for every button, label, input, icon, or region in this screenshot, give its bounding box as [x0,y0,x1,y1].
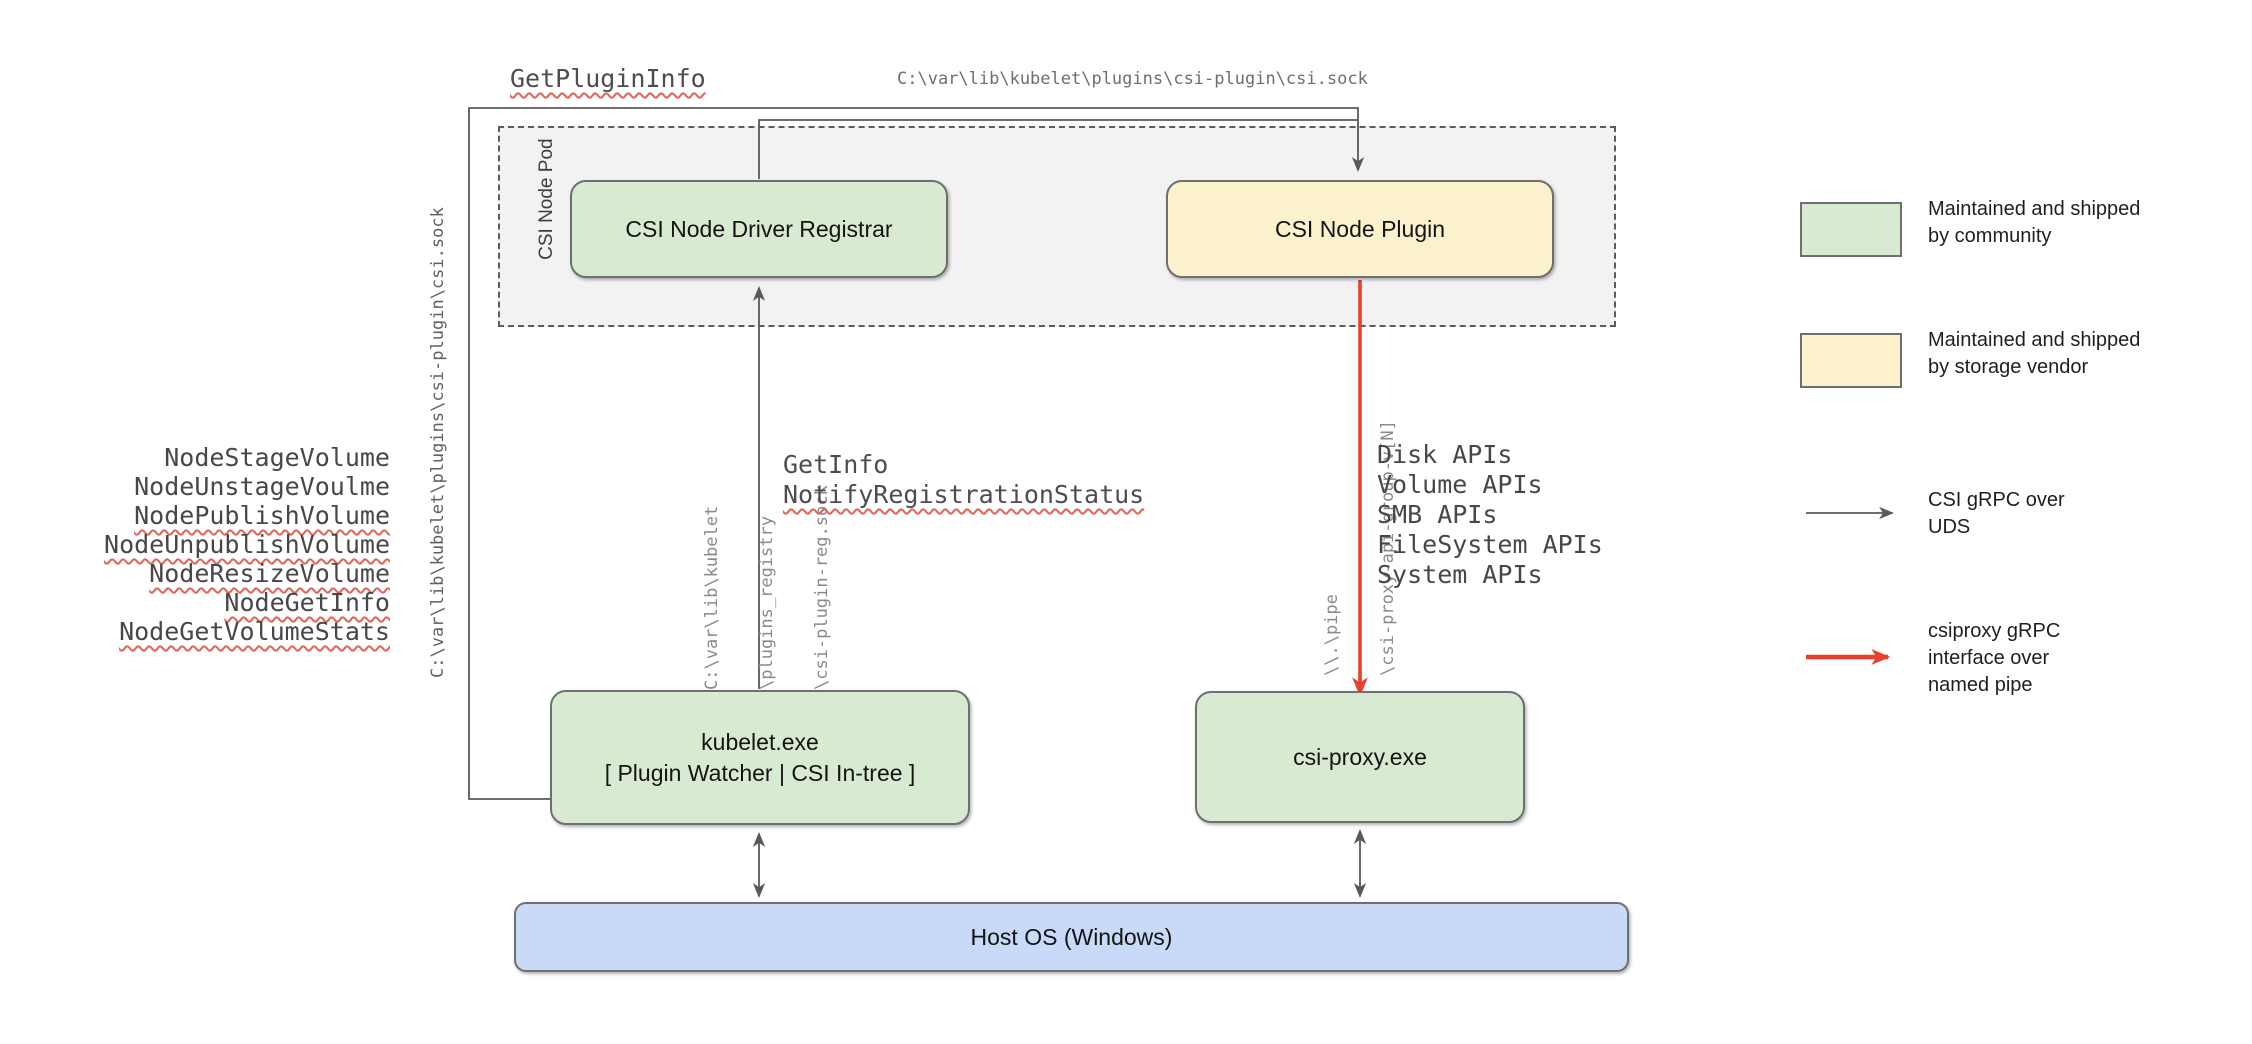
host-os-box: Host OS (Windows) [514,902,1629,972]
kubelet-label-line1: kubelet.exe [701,728,819,755]
csi-node-plugin-box: CSI Node Plugin [1166,180,1554,278]
csi-node-pod-label: CSI Node Pod [536,138,557,260]
legend-text-vendor: Maintained and shipped by storage vendor [1928,329,2141,378]
registrar-label: CSI Node Driver Registrar [625,215,893,242]
label-registry-sock-path: C:\var\lib\kubelet \plugins_registry \cs… [702,485,832,690]
node-method: NodePublishVolume [134,501,390,530]
legend-text-csi-grpc-uds: CSI gRPC over UDS [1928,489,2065,538]
csi-node-driver-registrar-box: CSI Node Driver Registrar [570,180,948,278]
plugin-label: CSI Node Plugin [1274,215,1446,242]
api-item: Disk APIs [1377,440,1513,469]
api-item: SMB APIs [1377,500,1498,529]
node-method: NodeUnpublishVolume [104,530,390,559]
legend-swatch-community [1800,202,1902,257]
kubelet-label-line2: [ Plugin Watcher | CSI In-tree ] [604,759,916,786]
label-getinfo: GetInfo [783,450,889,479]
legend-text-csiproxy-grpc-pipe: csiproxy gRPC interface over named pipe [1928,620,2061,696]
node-methods-list: NodeStageVolume NodeUnstageVoulme NodePu… [100,443,390,646]
csi-proxy-label: csi-proxy.exe [1293,743,1427,770]
registration-calls: GetInfo NotifyRegistrationStatus [783,450,1144,510]
legend-text-community: Maintained and shipped by community [1928,198,2141,247]
label-csi-sock-path-vertical: C:\var\lib\kubelet\plugins\csi-plugin\cs… [428,207,448,678]
csiproxy-api-list: Disk APIs Volume APIs SMB APIs FileSyste… [1377,440,1603,590]
kubelet-box: kubelet.exe [ Plugin Watcher | CSI In-tr… [550,690,970,825]
node-method: NodeGetVolumeStats [119,617,390,646]
arrow-registrar-to-plugin [758,119,1358,179]
label-csi-sock-path-top: C:\var\lib\kubelet\plugins\csi-plugin\cs… [897,69,1368,89]
host-os-label: Host OS (Windows) [970,923,1173,950]
api-item: Volume APIs [1377,470,1543,499]
api-item: System APIs [1377,560,1543,589]
label-notify-registration-status: NotifyRegistrationStatus [783,480,1145,509]
node-method: NodeResizeVolume [149,559,390,588]
label-getplugininfo: GetPluginInfo [510,64,706,93]
node-method: NodeStageVolume [164,443,390,472]
arrow-kubelet-to-plugin [468,107,1365,800]
api-item: FileSystem APIs [1377,530,1603,559]
node-method: NodeGetInfo [224,588,390,617]
legend-swatch-vendor [1800,333,1902,388]
node-method: NodeUnstageVoulme [134,472,390,501]
csi-proxy-box: csi-proxy.exe [1195,691,1525,823]
